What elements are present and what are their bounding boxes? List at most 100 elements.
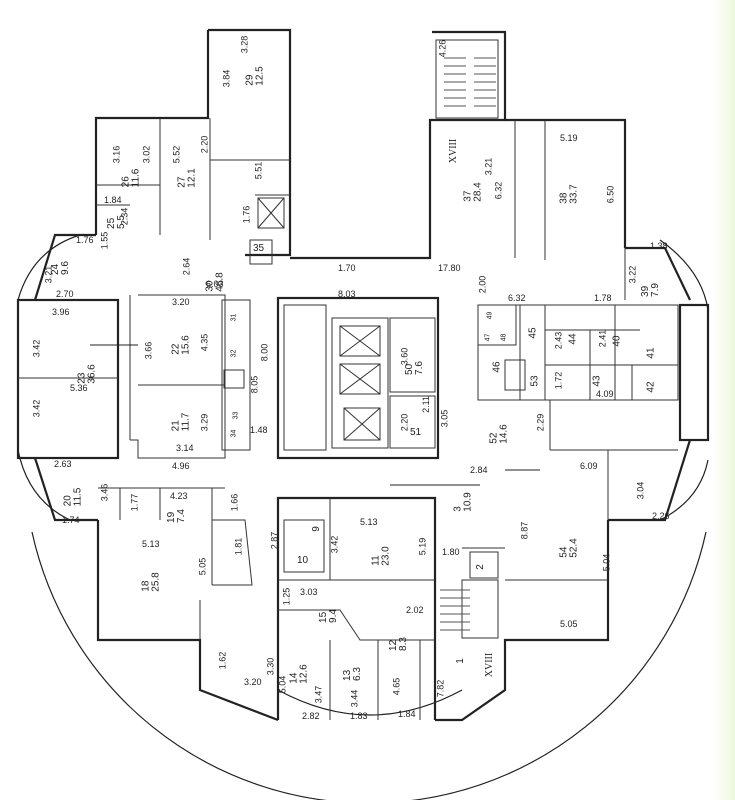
- dimension-label: 3.84: [221, 69, 232, 88]
- dimension-label: 4.23: [170, 491, 188, 501]
- dimension-label: 3.28: [239, 35, 250, 54]
- dimension-label: 3.47: [313, 685, 324, 704]
- dimension-label: 1.84: [398, 709, 416, 719]
- dimension-label: 1.70: [338, 263, 356, 273]
- dimension-label: 5.13: [142, 539, 160, 549]
- west-curved-wall: [17, 234, 81, 301]
- dimension-label: 2.82: [302, 711, 320, 721]
- dimension-label: 3.04: [635, 481, 646, 500]
- room-45-label: 45: [527, 327, 539, 339]
- room-33-label: 33: [232, 411, 240, 420]
- dimension-label: 3.42: [31, 399, 42, 418]
- dimension-label: 5.51: [253, 161, 264, 180]
- room-31-label: 31: [230, 313, 238, 322]
- dimension-label: 3.66: [143, 341, 154, 360]
- dimension-label: 3.20: [172, 297, 190, 307]
- dimension-label: 3.14: [176, 443, 194, 453]
- dimension-label: 3.02: [141, 145, 152, 164]
- dimension-label: 5.19: [560, 133, 578, 143]
- room-1-label: 1: [454, 658, 466, 664]
- dimension-label: 6.03: [206, 279, 224, 289]
- dimension-label: 1.84: [104, 195, 122, 205]
- dimension-label: 8.00: [259, 343, 270, 362]
- dimension-label: 5.05: [197, 557, 208, 576]
- dimension-label: 4.96: [172, 461, 190, 471]
- dimension-label: 2.63: [54, 459, 72, 469]
- section-label-south: XVIII: [484, 652, 496, 678]
- dimension-label: 1.25: [281, 587, 292, 606]
- dimension-label: 1.81: [233, 537, 244, 556]
- dimension-label: 3.42: [329, 535, 340, 554]
- south-curved-wall: [277, 689, 463, 716]
- dimension-label: 17.80: [438, 263, 461, 273]
- dimension-label: 1.66: [229, 493, 240, 512]
- room-40-label: 40: [611, 335, 623, 347]
- room-35-label: 35: [253, 243, 265, 254]
- dimension-label: 7.82: [435, 679, 446, 698]
- dimension-label: 1.80: [442, 547, 460, 557]
- room-46-label: 46: [491, 361, 503, 373]
- section-label-north: XVIII: [448, 138, 460, 164]
- dimension-label: 2.26: [652, 511, 670, 521]
- dimension-label: 2.43: [553, 331, 564, 350]
- southwest-curved-wall: [17, 449, 71, 521]
- dimension-label: 3.16: [111, 145, 122, 164]
- dimension-label: 2.87: [269, 531, 280, 550]
- dimension-label: 4.35: [199, 333, 210, 352]
- room-49-label: 49: [486, 311, 494, 320]
- southeast-curved-wall: [659, 459, 709, 521]
- dimension-label: 3.46: [99, 483, 110, 502]
- dimension-label: 1.62: [217, 651, 228, 670]
- dimension-label: 3.96: [52, 307, 70, 317]
- dimension-label: 2.00: [477, 275, 488, 294]
- edge-tint: [713, 0, 735, 800]
- dimension-label: 1.55: [99, 231, 110, 250]
- room-53-label: 53: [529, 375, 541, 387]
- dimension-label: 3.44: [349, 689, 360, 708]
- dimension-label: 8.05: [249, 375, 260, 394]
- room-41-label: 41: [645, 347, 657, 359]
- outer-arc-wall: [31, 531, 707, 800]
- dimension-label: 3.05: [439, 409, 450, 428]
- dimension-label: 2.84: [470, 465, 488, 475]
- dimension-label: 3.30: [265, 657, 276, 676]
- dimension-label: 1.76: [76, 235, 94, 245]
- dimension-label: 4.09: [596, 389, 614, 399]
- dimension-label: 2.64: [181, 257, 192, 276]
- dimension-label: 2.11: [420, 396, 431, 413]
- dimension-label: 5.36: [70, 383, 88, 393]
- dimension-label: 6.09: [580, 461, 598, 471]
- dimension-label: 8.87: [519, 521, 530, 540]
- dimension-label: 4.26: [437, 39, 448, 58]
- room-51-label: 51: [410, 427, 422, 438]
- room-32-label: 32: [230, 349, 238, 358]
- dimension-label: 3.21: [483, 157, 494, 176]
- dimension-label: 1.77: [129, 493, 140, 512]
- dimension-label: 3.29: [199, 413, 210, 432]
- room-9-label: 9: [310, 526, 322, 532]
- dimension-label: 1.83: [350, 711, 368, 721]
- dimension-label: 5.04: [601, 553, 612, 572]
- room-2-label: 2: [474, 564, 486, 570]
- dimension-label: 5.52: [171, 145, 182, 164]
- room-44-label: 44: [567, 333, 579, 345]
- dimension-label: 3.21: [43, 265, 54, 284]
- dimension-label: 3.22: [627, 265, 638, 284]
